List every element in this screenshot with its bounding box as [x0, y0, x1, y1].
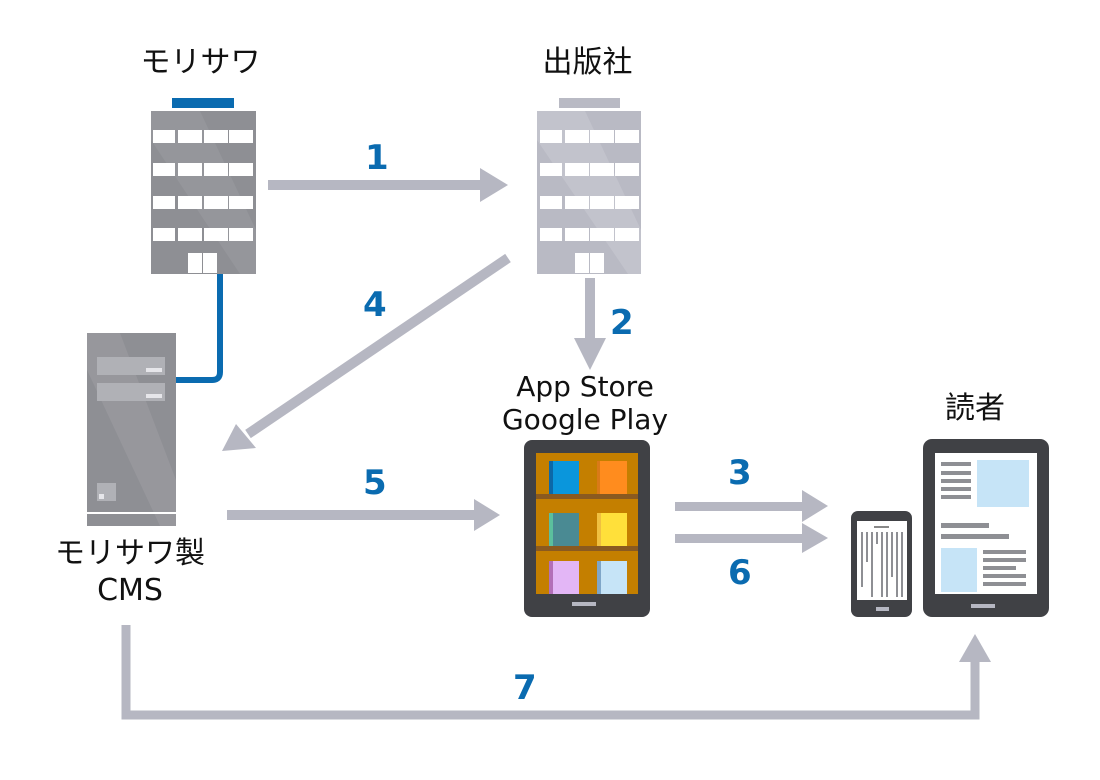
step-number-7: 7: [513, 668, 537, 708]
arrow-7: [121, 625, 991, 720]
arrow-3: [675, 490, 828, 522]
arrow-1: [268, 168, 508, 202]
connector-line: [176, 274, 223, 383]
smartphone-icon: [851, 511, 912, 617]
morisawa-building-icon: [151, 98, 256, 274]
arrow-5: [227, 499, 500, 531]
cms-server-icon: [87, 333, 176, 526]
morisawa-label: モリサワ: [140, 45, 261, 80]
step-number-6: 6: [728, 553, 752, 593]
step-number-3: 3: [728, 453, 752, 493]
store-label-line1: App Store: [516, 370, 654, 403]
bookshelf-tablet-icon: [524, 440, 650, 617]
reader-tablet-icon: [923, 439, 1049, 617]
arrow-4: [222, 253, 511, 451]
step-number-5: 5: [363, 463, 387, 503]
publisher-building-icon: [537, 98, 641, 274]
step-number-2: 2: [610, 303, 634, 343]
arrow-2: [574, 278, 606, 370]
step-number-1: 1: [365, 138, 389, 178]
reader-label: 読者: [945, 391, 1005, 426]
arrow-6: [675, 523, 828, 553]
cms-label-line2: CMS: [97, 573, 163, 608]
publisher-label: 出版社: [542, 45, 633, 80]
store-label-line2: Google Play: [501, 403, 669, 436]
step-number-4: 4: [363, 285, 387, 325]
cms-label-line1: モリサワ製: [55, 536, 205, 571]
